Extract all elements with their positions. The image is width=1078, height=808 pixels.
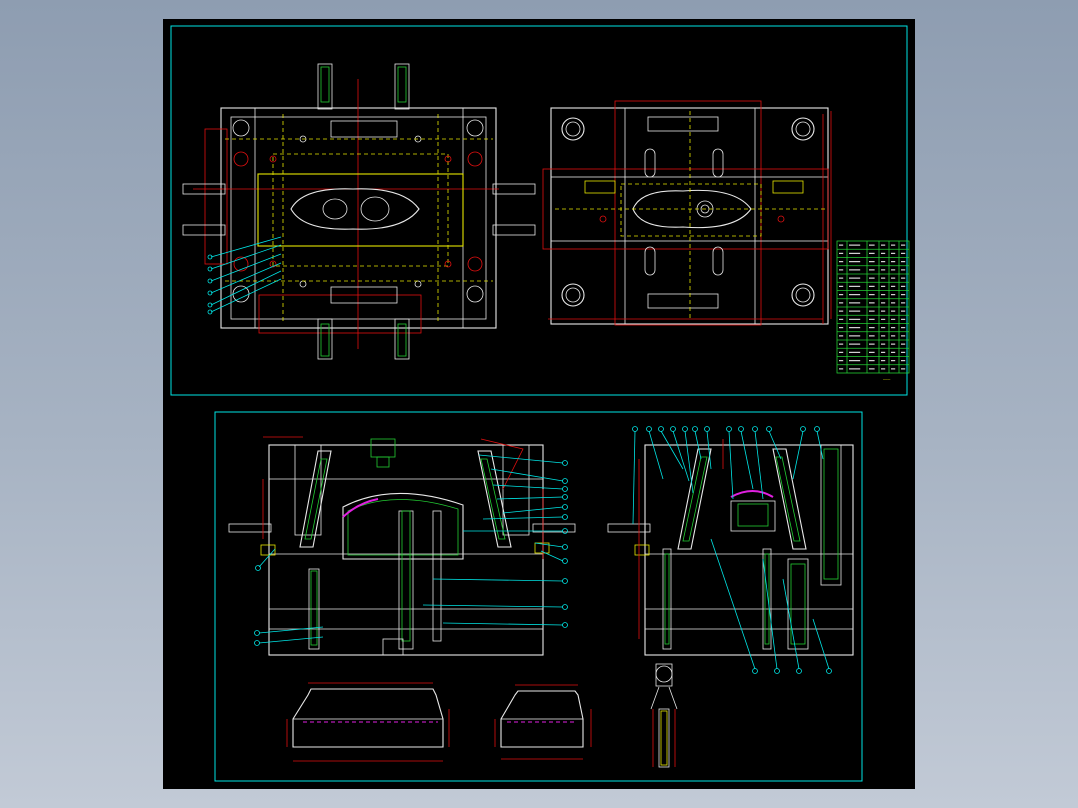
callout-leader xyxy=(258,636,324,644)
callout-balloon xyxy=(562,460,568,466)
callout-balloon xyxy=(704,426,710,432)
callout-balloon xyxy=(670,426,676,432)
callout-leader xyxy=(816,430,824,460)
callout-leader xyxy=(684,430,694,494)
callout-balloon xyxy=(562,604,568,610)
callout-leader xyxy=(422,604,564,608)
callout-leader xyxy=(490,468,564,482)
callout-balloon xyxy=(562,558,568,564)
callout-leader xyxy=(710,538,756,670)
callout-leader xyxy=(534,542,564,548)
callout-leader xyxy=(792,430,804,480)
callout-balloon xyxy=(562,528,568,534)
section-b xyxy=(607,426,854,674)
cad-drawing: ——— xyxy=(170,25,910,782)
drawing-sheet: ——— xyxy=(163,19,915,789)
callout-leader xyxy=(502,506,564,514)
callout-balloon xyxy=(562,578,568,584)
callout-balloon xyxy=(562,486,568,492)
callout-balloon xyxy=(254,640,260,646)
callout-balloon xyxy=(692,426,698,432)
callout-balloon xyxy=(562,494,568,500)
fixed-half-view xyxy=(542,100,832,326)
callout-leader xyxy=(496,496,564,500)
callout-balloon xyxy=(562,622,568,628)
callout-leader xyxy=(432,578,564,582)
callout-leader xyxy=(694,430,702,460)
callout-balloon xyxy=(562,504,568,510)
callout-leader xyxy=(442,622,564,626)
callout-balloon xyxy=(752,426,758,432)
callout-balloon xyxy=(255,565,261,571)
top-frame xyxy=(170,25,908,396)
svg-text:———: ——— xyxy=(883,377,891,382)
callout-balloon xyxy=(682,426,688,432)
callout-leader xyxy=(768,430,782,460)
callout-balloon xyxy=(814,426,820,432)
bom-table: ——— xyxy=(836,240,910,382)
bottom-frame xyxy=(214,411,863,782)
callout-leader xyxy=(540,550,564,562)
callout-leader xyxy=(782,578,800,670)
callout-balloon xyxy=(562,514,568,520)
callout-balloon xyxy=(562,478,568,484)
callout-balloon xyxy=(562,544,568,550)
callout-balloon xyxy=(796,668,802,674)
callout-leader xyxy=(812,618,830,670)
callout-balloon xyxy=(646,426,652,432)
callout-leader xyxy=(482,516,564,520)
detail-3 xyxy=(650,663,678,768)
callout-leader xyxy=(728,430,734,500)
callout-balloon xyxy=(726,426,732,432)
callout-leader xyxy=(258,626,324,634)
callout-balloon xyxy=(766,426,772,432)
callout-leader xyxy=(492,484,564,490)
callout-leader xyxy=(740,430,754,490)
detail-1 xyxy=(286,682,450,762)
callout-leader xyxy=(660,430,684,470)
callout-balloon xyxy=(826,668,832,674)
callout-leader xyxy=(754,430,764,500)
callout-leader xyxy=(762,558,778,670)
top-view xyxy=(182,63,536,360)
callout-leader xyxy=(672,430,690,482)
callout-balloon xyxy=(774,668,780,674)
callout-balloon xyxy=(658,426,664,432)
callout-balloon xyxy=(254,630,260,636)
callout-leader xyxy=(706,430,712,470)
callout-balloon xyxy=(632,426,638,432)
callout-leader xyxy=(632,430,636,525)
detail-2 xyxy=(494,684,592,760)
callout-leader xyxy=(648,430,664,480)
callout-balloon xyxy=(738,426,744,432)
callout-leader xyxy=(478,454,564,464)
callout-balloon xyxy=(752,668,758,674)
callout-leader xyxy=(258,548,276,568)
section-a xyxy=(228,436,576,656)
callout-balloon xyxy=(800,426,806,432)
